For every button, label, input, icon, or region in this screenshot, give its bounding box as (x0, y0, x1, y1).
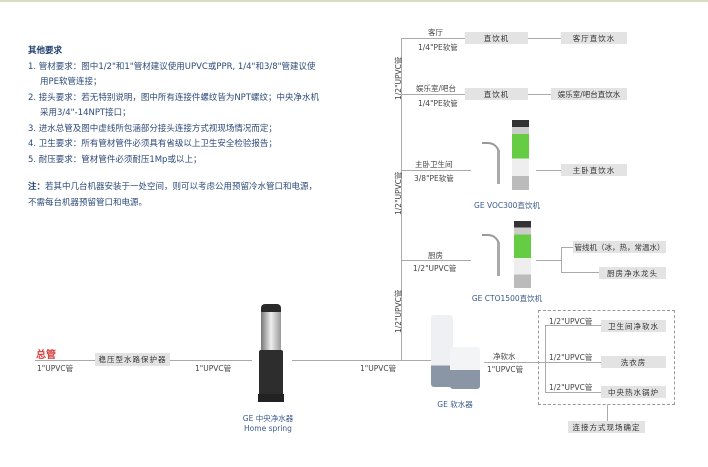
central-purifier-image (258, 304, 284, 402)
room-label: 娱乐室/吧台 (416, 83, 457, 94)
note-item: 用PE软管连接； (40, 77, 102, 87)
pipe-label: 1"UPVC管 (487, 365, 524, 374)
top-border (0, 0, 708, 2)
output-box: 管线机（冰，热，常温水） (573, 241, 666, 253)
note-item: 采用3/4"-14NPT接口； (40, 108, 131, 118)
note-item: 5. 耐压要求：管材管件必须耐压1Mp或以上； (28, 154, 202, 165)
trunk-pipe-label: 1/2"UPVC管 (394, 289, 403, 333)
faucet-icon (480, 232, 506, 278)
room-label: 客厅 (428, 27, 443, 38)
filter-cartridge-icon (514, 221, 531, 288)
note-item: 1. 管材要求：图中1/2"和1"管材建议使用UPVC或PPR, 1/4"和3/… (28, 61, 316, 72)
output-box: 洗衣房 (601, 356, 666, 368)
output-box: 客厅直饮水 (561, 32, 627, 44)
pipe-label: 3/8"PE软管 (414, 174, 454, 183)
faucet-icon (480, 140, 506, 186)
output-box: 中央热水锅炉 (601, 386, 666, 398)
pipe-line (536, 260, 561, 261)
pipe-line (401, 260, 471, 261)
pipe-line (561, 247, 573, 248)
pipe-label: 1/2"UPVC管 (413, 264, 457, 273)
output-box: 娱乐室/吧台直饮水 (551, 88, 627, 100)
pipe-label: 1/2"UPVC管 (549, 353, 593, 362)
notes-title: 其他要求 (28, 46, 63, 56)
pipe-line (561, 272, 599, 273)
output-box: 卫生间净软水 (601, 320, 666, 332)
note-item: 2. 接头要求：若无特别说明，图中所有连接件螺纹皆为NPT螺纹；中央净水机 (28, 92, 319, 103)
device-box: 直饮机 (465, 88, 528, 100)
note-remark: 注：若其中几台机器安装于一处空间，则可以考虑公用预留冷水管口和电源， (28, 182, 318, 192)
output-box: 厨房净水龙头 (599, 267, 666, 279)
note-item: 4. 卫生要求：所有管材管件必须具有省级以上卫生安全检验报告； (28, 139, 277, 149)
pipe-label: 1/2"UPVC管 (549, 383, 593, 392)
central-purifier-name: GE 中央净水器 (242, 414, 294, 423)
room-label: 厨房 (428, 251, 443, 260)
pipe-line (561, 247, 562, 273)
pipe-line (545, 392, 601, 393)
device-box: 直饮机 (465, 32, 528, 44)
pipe-line (292, 360, 432, 361)
central-purifier-sub: Home spring (244, 424, 292, 433)
site-connection-dashed-area (538, 310, 675, 405)
inlet-label: 总管 (36, 350, 56, 361)
pipe-line (484, 362, 602, 363)
pipe-line (536, 170, 561, 171)
pipe-label: 1/2"UPVC管 (549, 317, 593, 326)
softener-out-label: 净软水 (493, 352, 516, 361)
device-name: GE CTO1500直饮机 (471, 294, 543, 303)
pipe-line (545, 325, 601, 326)
pipe-label: 1/4"PE软管 (418, 99, 458, 108)
trunk-pipe (401, 38, 402, 360)
pipe-label: 1"UPVC管 (195, 364, 232, 373)
site-note-box: 连接方式现场确定 (568, 421, 645, 433)
pipe-line (607, 405, 608, 421)
pipe-label: 1/4"PE软管 (418, 43, 458, 52)
device-name: GE VOC300直饮机 (474, 201, 540, 210)
pipe-line (170, 360, 252, 361)
pipe-line (545, 325, 546, 392)
requirements-notes: 其他要求 1. 管材要求：图中1/2"和1"管材建议使用UPVC或PPR, 1/… (28, 44, 368, 211)
inlet-pipe-label: 1"UPVC管 (37, 364, 74, 373)
pipe-line (401, 170, 471, 171)
softener-name: GE 软水器 (437, 400, 473, 409)
pipe-label: 1"UPVC管 (360, 364, 397, 373)
note-item: 3. 进水总管及图中虚线所包涵部分接头连接方式视现场情况而定； (28, 123, 277, 134)
pipe-line (35, 360, 95, 361)
water-softener-image (431, 315, 481, 389)
room-label: 主卧卫生间 (415, 160, 453, 169)
trunk-pipe-label: 1/2"UPVC管 (394, 171, 403, 215)
filter-cartridge-icon (512, 120, 529, 190)
output-box: 主卧直饮水 (561, 164, 627, 176)
pressure-protector-box: 稳压型水路保护器 (95, 353, 170, 366)
note-remark-2: 不需每台机器预留管口和电源。 (28, 197, 148, 208)
